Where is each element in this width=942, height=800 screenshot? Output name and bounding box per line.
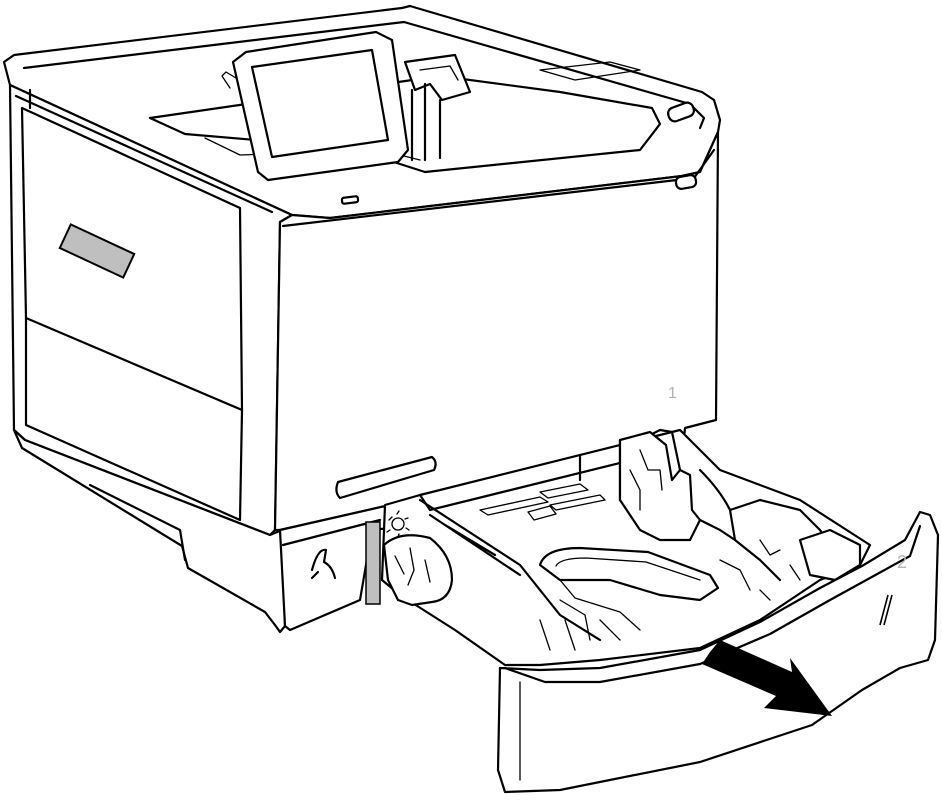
output-ledge xyxy=(539,61,641,81)
front-side-button[interactable] xyxy=(674,174,698,190)
tray2-level-indicator xyxy=(879,594,893,626)
control-panel-hinge xyxy=(221,71,237,89)
tray-wheel-detail xyxy=(394,547,431,586)
left-lower-panel xyxy=(24,316,244,522)
slot-gray xyxy=(365,521,381,605)
tray1-handle[interactable] xyxy=(335,455,437,500)
tray-floor-slot-1 xyxy=(479,496,549,516)
power-button-icon[interactable] xyxy=(666,101,696,123)
width-guide-inner xyxy=(555,557,701,581)
status-led xyxy=(340,195,360,205)
paper-stop-tab xyxy=(419,65,459,81)
tray-floor-mech xyxy=(539,599,621,651)
lower-housing-edge xyxy=(281,518,382,547)
width-guide-base xyxy=(559,579,641,631)
rear-guide-detail xyxy=(629,449,663,511)
rear-paper-guide[interactable] xyxy=(618,430,702,542)
paper-stop-shaft xyxy=(410,82,442,162)
tray-gear-teeth xyxy=(386,510,410,538)
base-foot xyxy=(88,483,187,562)
left-door-handle[interactable] xyxy=(58,223,136,279)
right-paper-guide[interactable] xyxy=(798,528,862,582)
paper-width-guide[interactable] xyxy=(538,546,720,602)
printer-base-left xyxy=(12,428,287,634)
tray-floor-slot-2 xyxy=(539,483,589,499)
arrow-icon xyxy=(702,640,832,716)
tray1-label: 1 xyxy=(668,385,677,402)
tray-floor-slot-3 xyxy=(549,494,606,511)
tray-right-mech-detail xyxy=(719,539,801,601)
tray2-front-top-edge xyxy=(503,524,922,684)
touchscreen-icon[interactable] xyxy=(250,48,390,159)
front-panel xyxy=(273,130,720,532)
paper-stop[interactable] xyxy=(403,53,472,102)
tray-left-wheel xyxy=(382,534,454,607)
tray2-interior xyxy=(380,428,872,667)
left-side-border xyxy=(14,88,274,214)
tray-right-mech xyxy=(698,468,842,582)
tray-floor-rect xyxy=(527,505,557,521)
rear-lever[interactable] xyxy=(310,548,337,580)
tray2-label: 2 xyxy=(897,552,907,572)
tray-gear-icon xyxy=(391,517,405,531)
tray-left-rail xyxy=(418,498,602,642)
